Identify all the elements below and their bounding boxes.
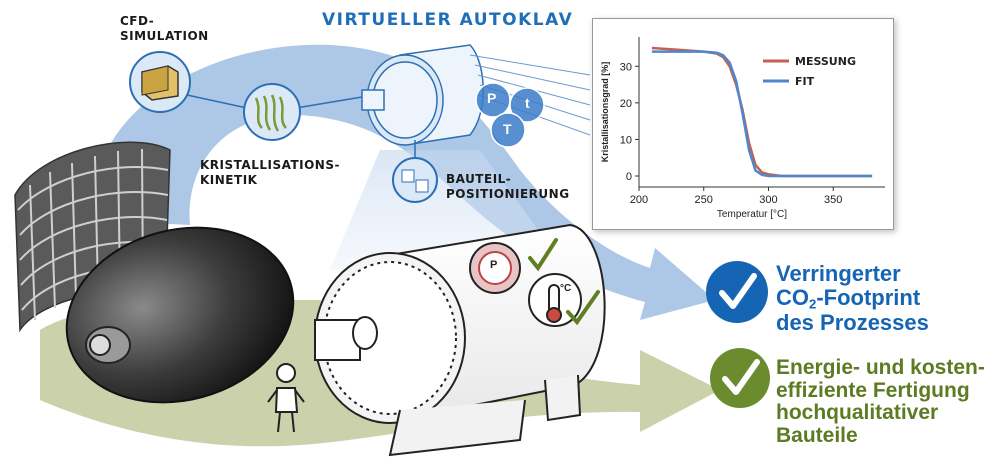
co2-line3: des Prozesses [776, 310, 929, 336]
co2-result-text: Verringerter CO2-Footprint des Prozesses [776, 262, 929, 335]
venn-label-p: P [487, 90, 497, 106]
check-co2-icon [706, 261, 768, 323]
energy-line3: hochqualitativer [776, 401, 939, 425]
gauge-label: P [490, 259, 498, 271]
positioning-label: BAUTEIL- POSITIONIERUNG [446, 172, 570, 202]
positioning-icon [392, 157, 438, 203]
x-tick-label: 300 [759, 194, 777, 206]
x-axis-label: Temperatur [°C] [717, 209, 787, 220]
black-tank [65, 226, 295, 404]
legend-label: FIT [795, 75, 815, 88]
person-figure [267, 363, 305, 433]
venn-circles [475, 82, 545, 148]
cfd-label-line1: CFD- [120, 14, 155, 28]
venn-label-t-small: t [525, 95, 530, 111]
y-axis-label: Kristallisationsgrad [%] [600, 62, 610, 163]
thermometer-label: °C [560, 283, 572, 294]
legend-label: MESSUNG [795, 55, 856, 68]
y-tick-label: 30 [620, 61, 632, 73]
energy-line4: Bauteile [776, 424, 858, 448]
crystallization-label-line2: KINETIK [200, 173, 258, 187]
crystallization-label-line1: KRISTALLISATIONS- [200, 158, 340, 172]
y-tick-label: 20 [620, 98, 632, 110]
kinetics-icon [243, 83, 301, 141]
x-tick-label: 200 [630, 194, 648, 206]
positioning-label-line1: BAUTEIL- [446, 172, 512, 186]
chart-series [651, 46, 873, 178]
y-tick-label: 10 [620, 134, 632, 146]
series-line-fit [651, 50, 873, 178]
thermometer [528, 273, 600, 327]
virtual-autoclave [361, 44, 591, 146]
chart-legend: MESSUNG FIT [763, 55, 856, 88]
energy-result-text: Energie- und kosten- effiziente Fertigun… [776, 356, 985, 448]
venn-label-t-big: T [503, 121, 512, 137]
co2-line1: Verringerter [776, 261, 901, 286]
cfd-icon [129, 51, 191, 113]
y-tick-label: 0 [626, 171, 632, 183]
check-energy-icon [710, 348, 770, 408]
crystallization-label: KRISTALLISATIONS- KINETIK [200, 158, 340, 188]
x-tick-label: 350 [824, 194, 842, 206]
positioning-label-line2: POSITIONIERUNG [446, 187, 570, 201]
co2-line2: CO2-Footprint [776, 284, 921, 312]
energy-line2: effiziente Fertigung [776, 378, 970, 402]
cfd-label-line2: SIMULATION [120, 29, 209, 43]
pressure-gauge [469, 238, 558, 294]
energy-line1: Energie- und kosten- [776, 356, 985, 379]
cfd-simulation-label: CFD- SIMULATION [120, 14, 209, 44]
x-tick-label: 250 [695, 194, 713, 206]
virtual-autoclave-title: VIRTUELLER AUTOKLAV [322, 10, 574, 30]
